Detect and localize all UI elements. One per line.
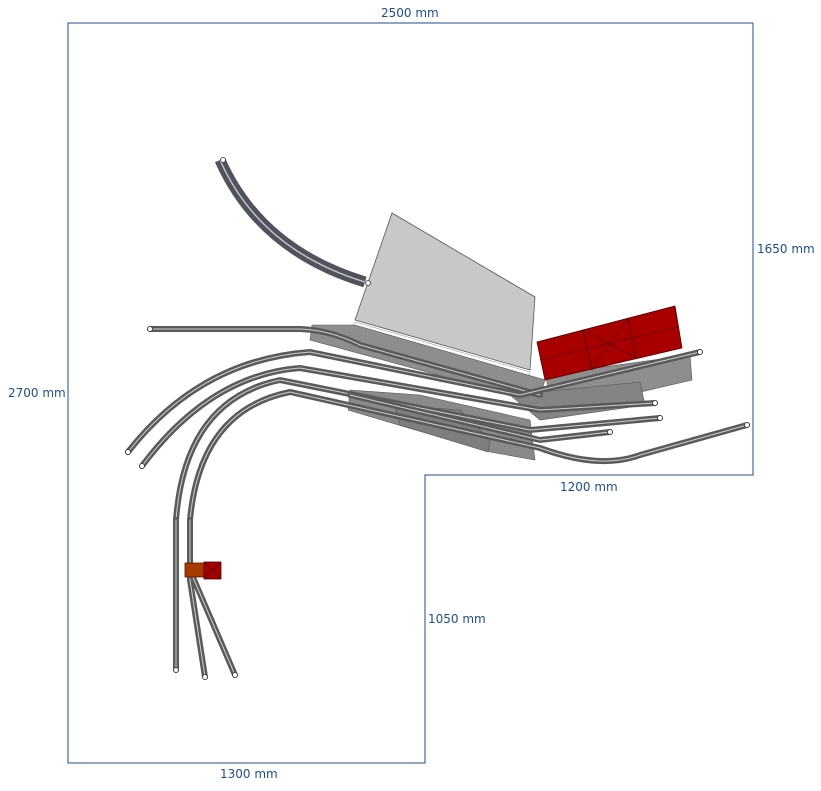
station-building: [536, 305, 683, 381]
curved-branch-track: [214, 157, 371, 288]
dim-top: 2500 mm: [381, 6, 439, 20]
room-outline: [67, 22, 754, 764]
dim-inner-right: 1050 mm: [428, 612, 486, 626]
track-endpoints: [125, 326, 750, 680]
track-network: [125, 326, 750, 680]
dim-inner-top: 1200 mm: [560, 480, 618, 494]
dim-bottom: 1300 mm: [220, 767, 278, 781]
dim-right-upper: 1650 mm: [757, 242, 815, 256]
dim-left: 2700 mm: [8, 386, 66, 400]
buffer-stops: [184, 561, 222, 580]
